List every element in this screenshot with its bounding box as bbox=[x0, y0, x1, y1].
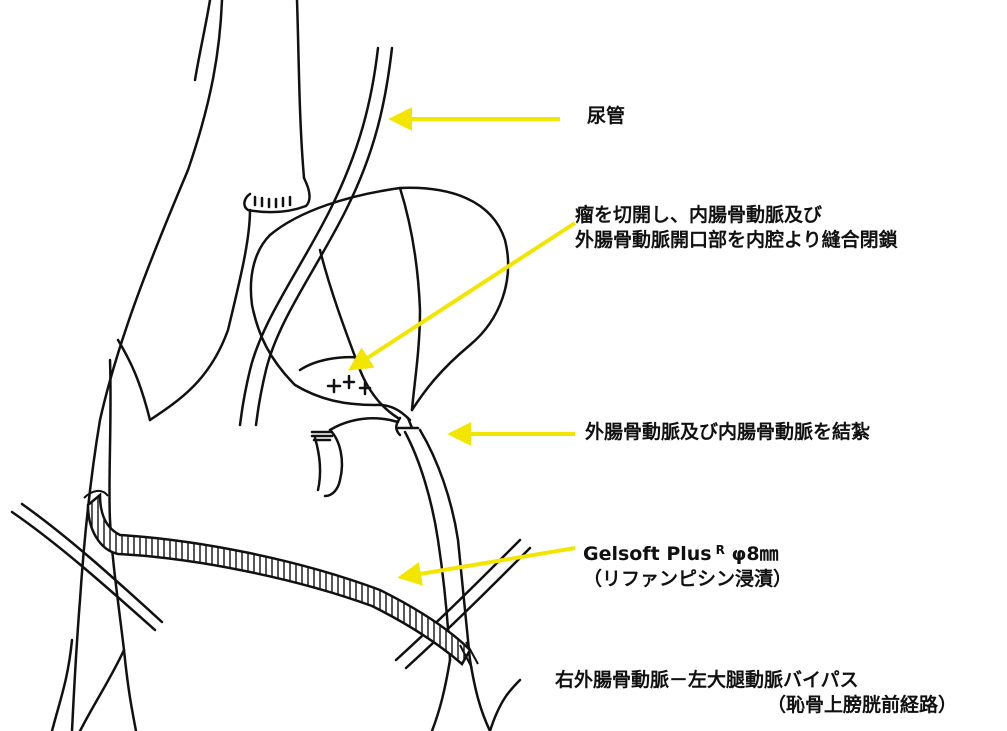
arrow-aneurysm bbox=[352, 223, 575, 368]
graft-size: φ8㎜ bbox=[731, 543, 778, 565]
bypass-label-line1: 右外腸骨動脈－左大腿動脈バイパス bbox=[555, 668, 957, 693]
transected-stump bbox=[244, 178, 309, 212]
aneurysm-sac bbox=[251, 188, 508, 420]
ligation-label-text: 外腸骨動脈及び内腸骨動脈を結紮 bbox=[585, 420, 870, 445]
aorta-left-iliac bbox=[72, 0, 304, 731]
graft-name: Gelsoft Plus bbox=[583, 543, 712, 565]
left-femoral-artery bbox=[432, 660, 520, 731]
bypass-label: 右外腸骨動脈－左大腿動脈バイパス （恥骨上膀胱前経路） bbox=[555, 668, 957, 718]
ligated-iliacs bbox=[312, 418, 470, 660]
aneurysm-label: 瘤を切開し、内腸骨動脈及び 外腸骨動脈開口部を内腔より縫合閉鎖 bbox=[575, 203, 898, 253]
graft-label: Gelsoft Plus R φ8㎜ （リファンピシン浸漬） bbox=[583, 538, 792, 592]
ureter bbox=[240, 48, 392, 425]
ureter-label-text: 尿管 bbox=[587, 104, 625, 129]
aneurysm-label-line1: 瘤を切開し、内腸骨動脈及び bbox=[575, 203, 898, 228]
ligation-label: 外腸骨動脈及び内腸骨動脈を結紮 bbox=[585, 420, 870, 445]
graft-label-note: （リファンピシン浸漬） bbox=[583, 567, 792, 592]
annotation-arrows bbox=[352, 119, 575, 577]
right-iliac-artery bbox=[52, 210, 250, 731]
graft-registered-mark: R bbox=[716, 543, 725, 557]
ureter-label: 尿管 bbox=[587, 104, 625, 129]
bypass-label-line2: （恥骨上膀胱前経路） bbox=[555, 693, 957, 718]
aneurysm-label-line2: 外腸骨動脈開口部を内腔より縫合閉鎖 bbox=[575, 228, 898, 253]
corrugated-graft bbox=[84, 491, 478, 668]
graft-label-line1: Gelsoft Plus R φ8㎜ bbox=[583, 538, 792, 567]
